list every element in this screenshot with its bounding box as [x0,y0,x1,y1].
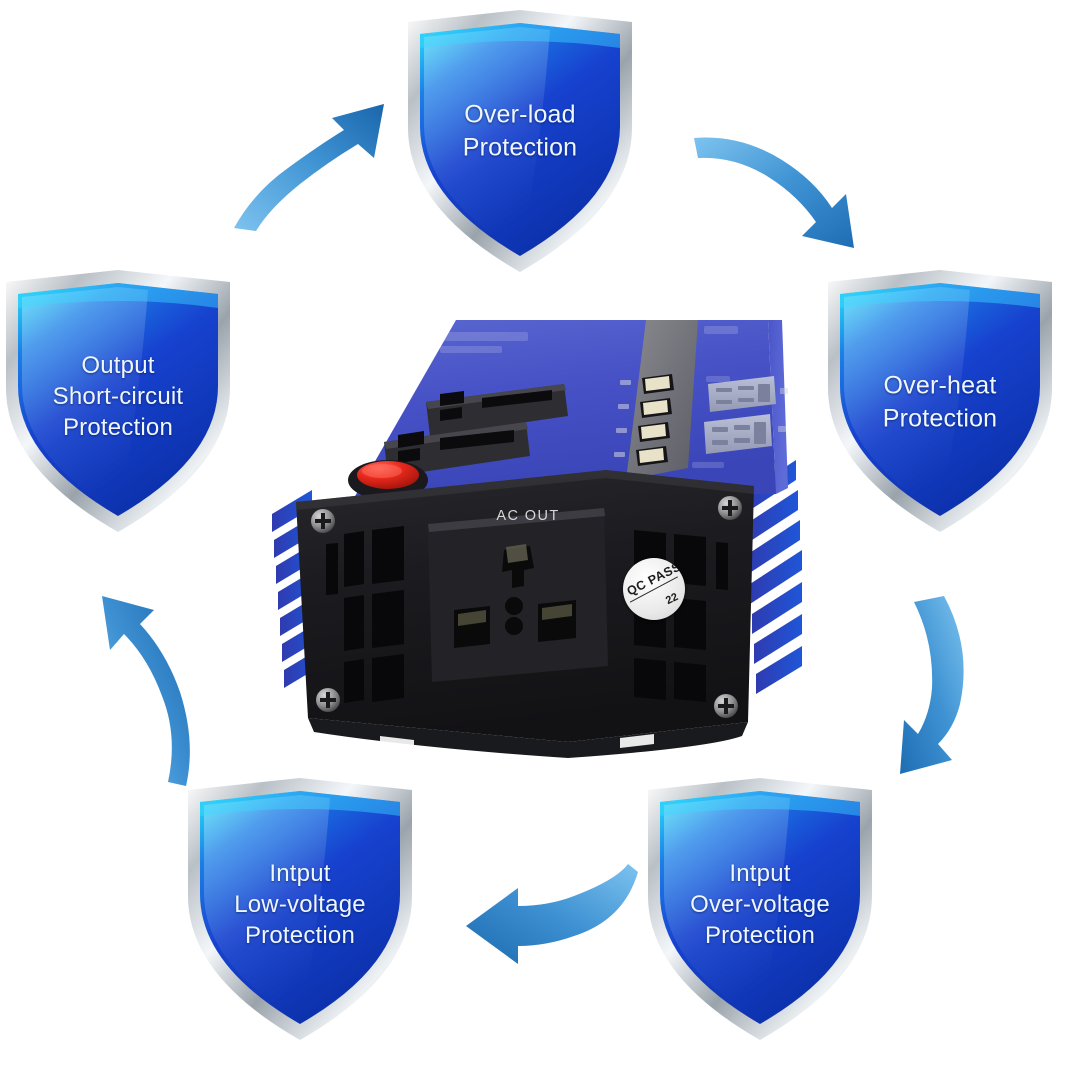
shield-badge-over-heat[interactable]: Over-heat Protection [820,268,1060,536]
inverter-vent-slots-left [326,526,404,703]
qc-pass-sticker: QC PASS 22 [623,558,685,620]
flow-arrow-right-to-bottom-icon [848,592,998,782]
inverter-power-switch [348,460,428,500]
shield-graphic [408,10,632,272]
shield-graphic [6,270,230,532]
product-image-power-inverter: AC OUT QC PASS 22 [268,318,802,766]
flow-arrow-top-to-right-icon [692,132,864,274]
inverter-digital-displays [704,376,788,454]
shield-badge-input-low-voltage[interactable]: Intput Low-voltage Protection [180,776,420,1044]
inverter-graphic [272,320,802,758]
shield-badge-input-over-voltage[interactable]: Intput Over-voltage Protection [640,776,880,1044]
flow-arrow-bottom-to-left-icon [72,596,222,786]
inverter-deck-silkscreen [438,326,738,468]
inverter-base-lip [308,718,748,758]
shield-graphic [828,270,1052,532]
inverter-top-sockets [384,384,568,477]
shield-badge-output-short-circuit[interactable]: Output Short-circuit Protection [0,268,238,536]
flow-arrow-left-to-top-icon [232,96,402,231]
inverter-ac-out-housing [428,508,608,682]
flow-arrow-bottom-right-to-bottom-left-icon [452,862,642,972]
inverter-led-indicators [614,374,674,466]
shield-graphic [648,778,872,1040]
inverter-corner-screws [311,496,742,718]
shield-graphic [188,778,412,1040]
qc-sticker-number: 22 [663,590,681,608]
shield-badge-over-load[interactable]: Over-load Protection [400,8,640,276]
